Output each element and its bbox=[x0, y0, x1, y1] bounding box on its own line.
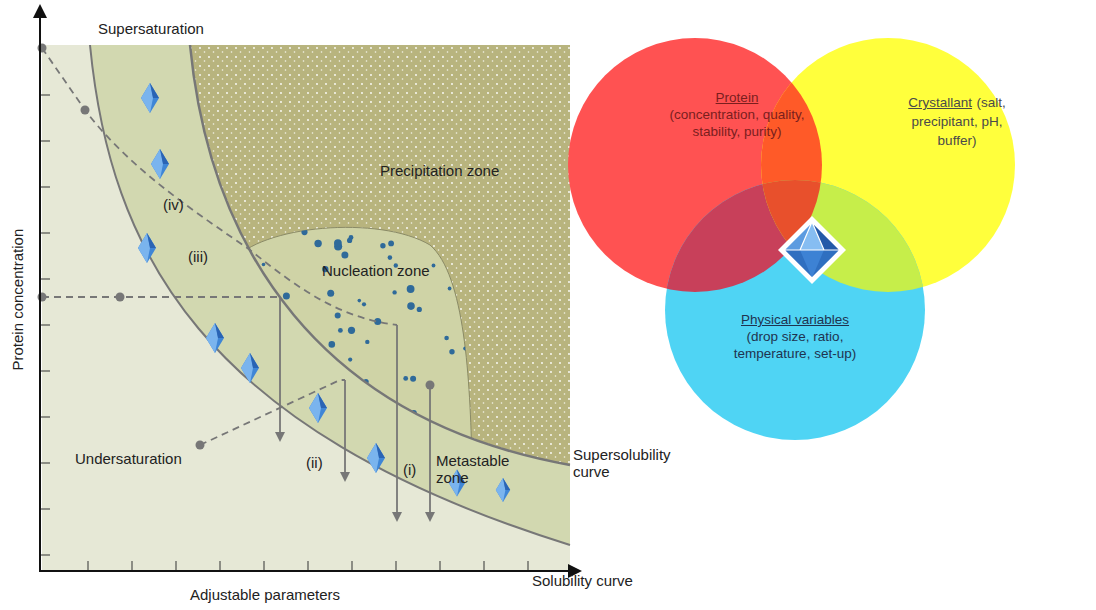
circle-body: (drop size, ratio, temperature, set-up) bbox=[725, 329, 865, 363]
crystal-icon bbox=[778, 216, 846, 284]
path-number: (i) bbox=[403, 461, 433, 478]
circle-heading: Protein bbox=[668, 90, 806, 107]
circle-body: (concentration, quality, stability, puri… bbox=[668, 107, 806, 141]
region-label: Nucleation zone bbox=[322, 262, 452, 279]
path-number: (iv) bbox=[163, 196, 203, 213]
circle-shape bbox=[665, 180, 925, 440]
path-number: (ii) bbox=[306, 454, 346, 471]
region-label: Metastable zone bbox=[436, 452, 506, 487]
curve-label: Solubility curve bbox=[532, 572, 662, 589]
curve-label: Supersolubility curve bbox=[573, 446, 683, 481]
region-label: Precipitation zone bbox=[380, 162, 540, 179]
circle-heading: Physical variables bbox=[725, 312, 865, 329]
axis-title: Adjustable parameters bbox=[190, 586, 390, 603]
region-label: Undersaturation bbox=[75, 450, 215, 467]
region-label: Supersaturation bbox=[98, 20, 248, 37]
physical-variables-circle: Physical variables(drop size, ratio, tem… bbox=[665, 180, 925, 440]
axis-title: Protein concentration bbox=[9, 229, 26, 371]
path-number: (iii) bbox=[188, 248, 228, 265]
circle-heading: Crystallant bbox=[908, 95, 972, 110]
